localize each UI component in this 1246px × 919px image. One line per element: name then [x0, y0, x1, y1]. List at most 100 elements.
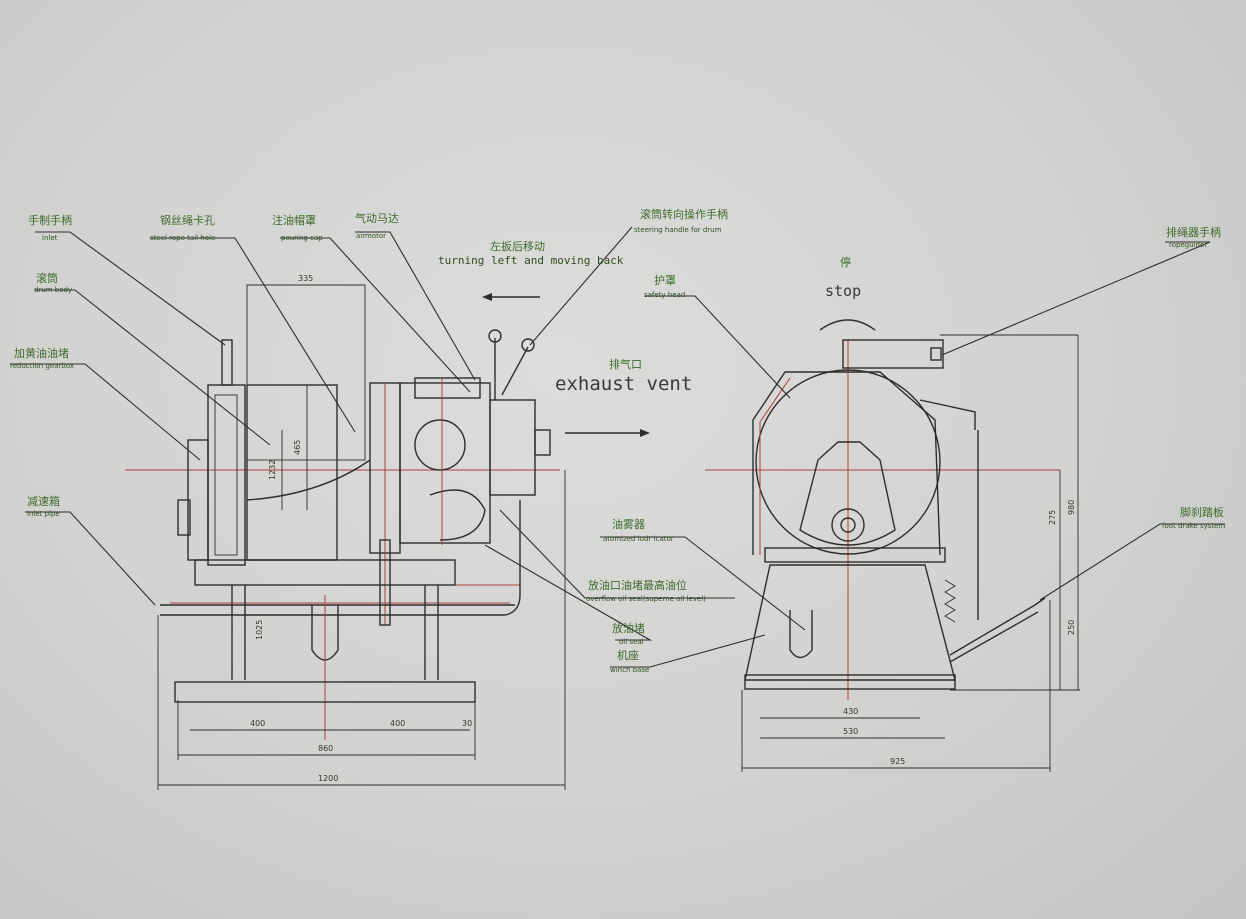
- label-pouring-cap-cn: 注油帽罩: [272, 213, 316, 227]
- label-exhaust-en: exhaust vent: [555, 373, 692, 395]
- leader: [35, 231, 226, 346]
- dim-label: 400: [390, 719, 405, 728]
- label-steering-cn: 滚筒转向操作手柄: [640, 207, 728, 221]
- leader: [10, 363, 201, 461]
- steering-handle: [501, 346, 529, 396]
- end-view: 430 530 925 275 980 250: [705, 319, 1080, 772]
- leader: [25, 511, 156, 606]
- label-stop-en: stop: [825, 282, 861, 300]
- label-gearbox-en: reduction gearbox: [10, 362, 74, 370]
- dim-label: 430: [843, 707, 858, 716]
- leader: [529, 226, 633, 346]
- annotation-labels: 手制手柄 inlet 钢丝绳卡孔 steel rope tail hole 注油…: [10, 207, 1225, 674]
- label-airmotor-cn: 气动马达: [355, 211, 399, 225]
- drum-end: [755, 369, 941, 555]
- dim-label: 1025: [255, 620, 264, 640]
- shaft: [840, 517, 856, 533]
- dim-label: 925: [890, 757, 905, 766]
- dim-label: 30: [462, 719, 472, 728]
- lever-knob: [488, 329, 502, 343]
- dim-label: 980: [1067, 500, 1076, 515]
- label-lubricator-en: atomized ludr icator: [603, 535, 674, 543]
- leader: [35, 289, 271, 446]
- inlet-handle: [221, 339, 233, 386]
- leader: [280, 237, 471, 393]
- label-inlet-pipe-cn: 减速箱: [27, 494, 60, 508]
- motor-lower: [429, 489, 486, 541]
- leader-lines: [10, 226, 1225, 668]
- label-stop-cn: 停: [840, 255, 851, 269]
- foot-brake-pedal: [949, 597, 1046, 656]
- label-ropeguider-cn: 排绳器手柄: [1166, 225, 1221, 239]
- label-exhaust-cn: 排气口: [609, 357, 642, 371]
- label-inlet-handle-cn: 手制手柄: [28, 213, 72, 227]
- rope-curve: [246, 459, 371, 501]
- dim-label: 400: [250, 719, 265, 728]
- label-overflow-cn: 放油口油堵最高油位: [588, 578, 687, 592]
- leader: [355, 231, 476, 381]
- label-safety-head-cn: 护罩: [654, 273, 676, 287]
- lubricator-end: [789, 610, 813, 659]
- leader: [1039, 523, 1225, 601]
- label-lubricator-cn: 油雾器: [612, 517, 645, 531]
- label-rope-hole-en: steel rope tail hole: [150, 234, 215, 242]
- dim-label: 335: [298, 274, 313, 283]
- gearbox-inner: [214, 394, 238, 556]
- leader: [499, 509, 735, 599]
- valve-body: [489, 399, 536, 496]
- leader: [484, 544, 653, 641]
- motor-port: [414, 419, 466, 471]
- foot-brake-pedal-lower: [949, 611, 1039, 663]
- leader: [600, 536, 806, 631]
- leader: [645, 295, 791, 399]
- label-winch-base-en: winch base: [610, 666, 649, 674]
- drum-body: [246, 384, 338, 561]
- drum-seat: [764, 547, 946, 563]
- dim-label: 860: [318, 744, 333, 753]
- winch-base: [174, 681, 476, 703]
- label-drum-body-en: drum body: [34, 286, 72, 294]
- label-inlet-pipe-en: inlet pipe: [27, 510, 60, 518]
- safety-head-red: [759, 377, 791, 555]
- leader: [610, 634, 766, 668]
- ropeguider: [930, 347, 942, 361]
- dim-label: 465: [293, 440, 302, 455]
- valve-port: [534, 429, 551, 456]
- drum-bracket: [799, 441, 896, 546]
- label-pouring-cap-en: pouring cap: [281, 234, 323, 242]
- arrow-left-head: [482, 293, 492, 301]
- label-airmotor-en: airmotor: [356, 232, 386, 240]
- label-safety-head-en: safety head: [644, 291, 685, 299]
- label-rope-hole-cn: 钢丝绳卡孔: [160, 213, 215, 227]
- leader: [150, 237, 356, 433]
- airmotor-housing: [399, 382, 491, 544]
- steering-knob: [521, 338, 535, 352]
- gearbox-housing: [207, 384, 246, 566]
- label-foot-brake-en: foot drake system: [1162, 522, 1225, 530]
- base-plate: [744, 674, 956, 690]
- brake-link: [919, 399, 976, 430]
- dim-label: 1200: [318, 774, 338, 783]
- leader: [941, 241, 1211, 356]
- drum-dim-box: [246, 284, 366, 461]
- label-turning-cn: 左扳后移动: [490, 239, 545, 253]
- label-oil-seal-cn: 放油堵: [612, 621, 645, 635]
- label-winch-base-cn: 机座: [617, 648, 639, 662]
- label-gearbox-cn: 加黄油油堵: [14, 346, 69, 360]
- arrow-right-head: [640, 429, 650, 437]
- label-foot-brake-cn: 脚刹踏板: [1180, 505, 1224, 519]
- shaft-hub: [831, 508, 865, 542]
- ropeguider-arm: [842, 339, 944, 369]
- dim-label: 250: [1067, 620, 1076, 635]
- safety-head: [752, 371, 941, 556]
- dim-label: 530: [843, 727, 858, 736]
- label-overflow-en: overflow oil seal(superne oil level): [586, 595, 706, 603]
- label-turning-en: turning left and moving back: [438, 254, 624, 267]
- dim-label: 1232: [268, 460, 277, 480]
- frame-rail: [194, 559, 456, 586]
- label-inlet-handle-en: inlet: [42, 234, 58, 242]
- label-drum-body-cn: 滚筒: [36, 271, 58, 285]
- side-view: 335 465 1232 1025 400 400 30 860 1200: [125, 274, 566, 790]
